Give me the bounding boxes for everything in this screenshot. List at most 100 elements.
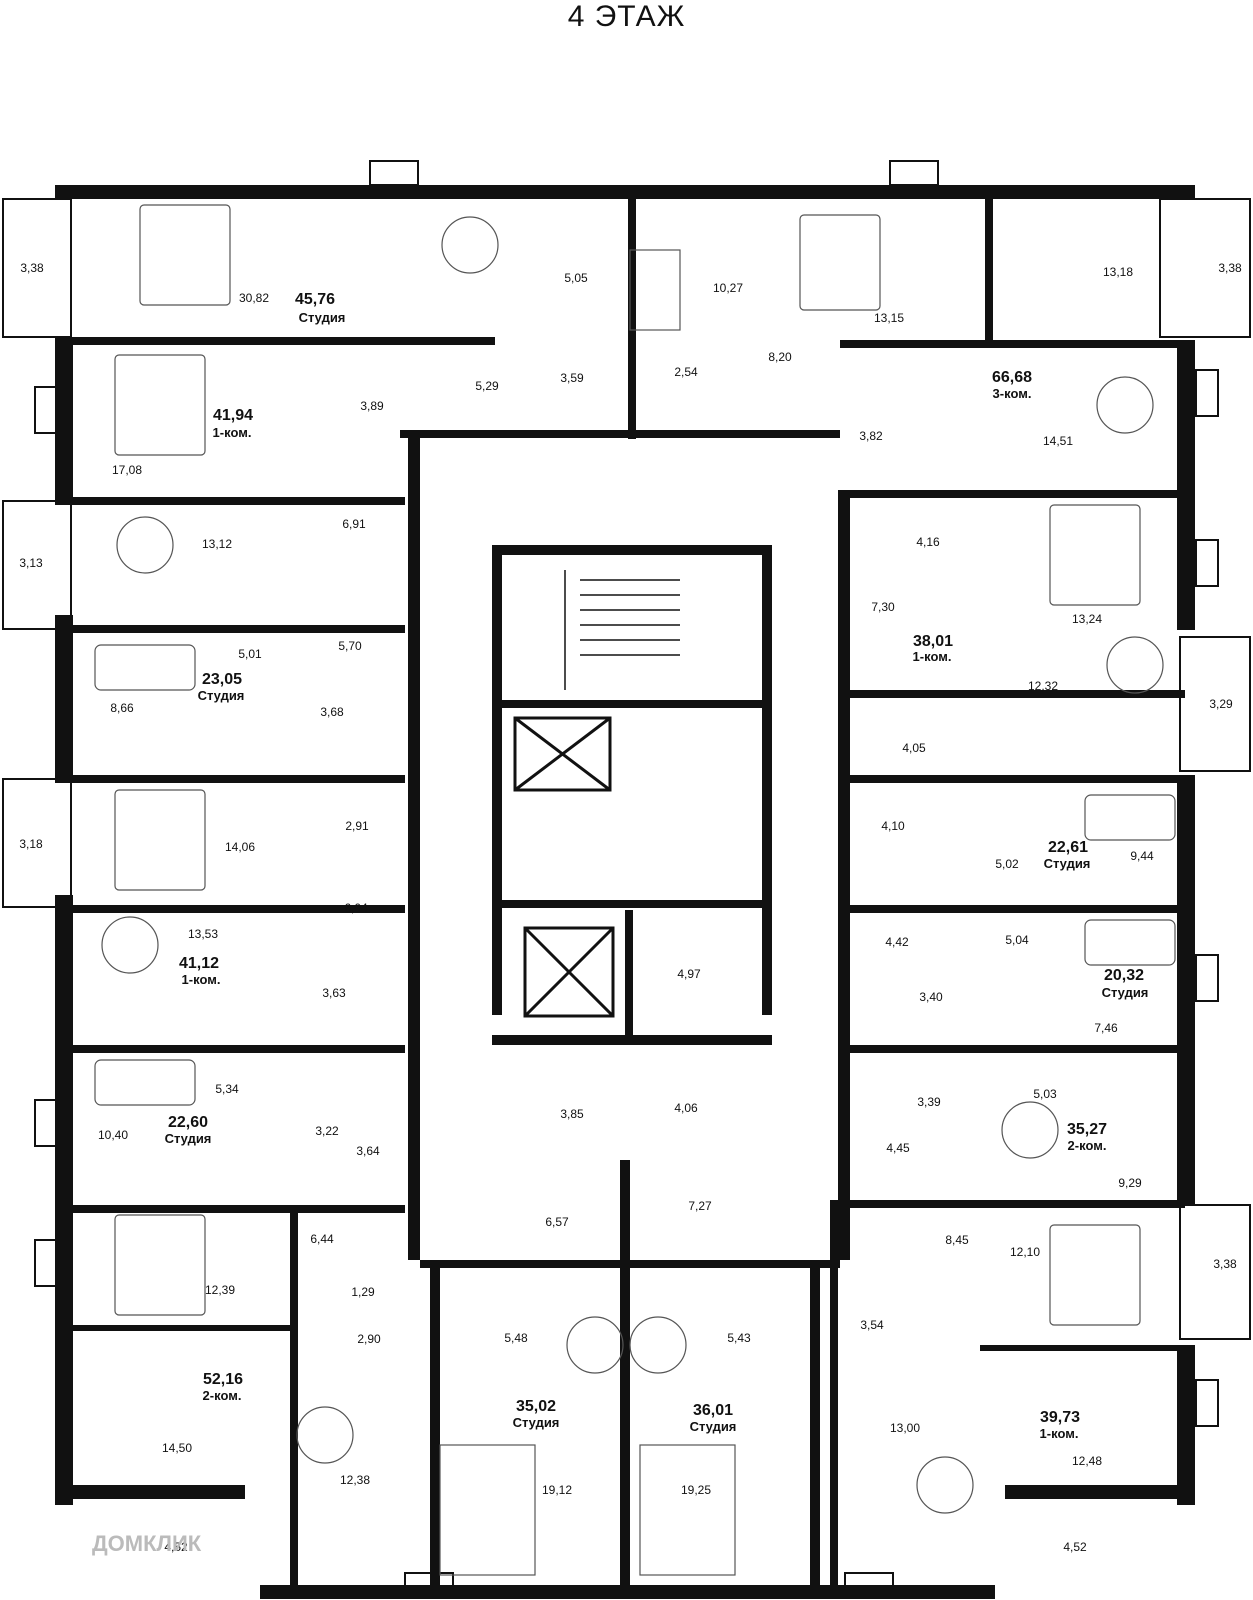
walls <box>55 185 1195 1599</box>
balcony-e2 <box>1179 636 1251 772</box>
room-area: 3,13 <box>19 556 43 570</box>
room-area: 2,91 <box>345 819 369 833</box>
balcony-nw <box>2 198 72 338</box>
room-area: 8,66 <box>110 701 134 715</box>
room-area: 19,12 <box>542 1483 572 1497</box>
bay-e1 <box>1195 369 1219 417</box>
apartment-type: Студия <box>198 688 245 703</box>
apartment-labels: 45,76 Студия 41,94 1-ком. 23,05 Студия 4… <box>165 291 1149 1441</box>
balcony-e3 <box>1179 1204 1251 1340</box>
room-area: 4,10 <box>881 819 905 833</box>
apartment-total: 22,60 <box>168 1114 208 1131</box>
room-area: 5,70 <box>338 639 362 653</box>
room-area: 5,43 <box>727 1331 751 1345</box>
room-area: 4,45 <box>886 1141 910 1155</box>
room-area: 10,27 <box>713 281 743 295</box>
room-area: 7,46 <box>1094 1021 1118 1035</box>
room-area: 12,48 <box>1072 1454 1102 1468</box>
room-area: 3,68 <box>320 705 344 719</box>
room-area: 4,97 <box>677 967 701 981</box>
bay-w3 <box>34 1239 58 1287</box>
room-area: 3,22 <box>315 1124 339 1138</box>
room-area: 4,52 <box>164 1540 188 1554</box>
room-area: 5,48 <box>504 1331 528 1345</box>
room-area: 14,06 <box>225 840 255 854</box>
room-area: 3,64 <box>356 1144 380 1158</box>
room-areas: 3,38 30,82 5,05 10,27 13,15 13,18 3,38 5… <box>19 261 1242 1554</box>
apartment-type: Студия <box>1102 985 1149 1000</box>
room-area: 9,44 <box>1130 849 1154 863</box>
apartment-type: Студия <box>165 1131 212 1146</box>
apartment-type: Студия <box>690 1419 737 1434</box>
room-area: 5,04 <box>1005 933 1029 947</box>
apartment-total: 38,01 <box>913 633 953 650</box>
room-area: 3,63 <box>322 986 346 1000</box>
room-area: 13,15 <box>874 311 904 325</box>
apartment-type: 3-ком. <box>993 386 1032 401</box>
room-area: 13,18 <box>1103 265 1133 279</box>
room-area: 13,24 <box>1072 612 1102 626</box>
bay-w2 <box>34 1099 58 1147</box>
room-area: 3,59 <box>560 371 584 385</box>
room-area: 5,34 <box>215 1082 239 1096</box>
apartment-type: Студия <box>513 1415 560 1430</box>
room-area: 12,39 <box>205 1283 235 1297</box>
core-shafts <box>513 570 680 1018</box>
watermark: ДОМКЛИК <box>92 1531 202 1556</box>
apartment-total: 41,94 <box>213 407 253 424</box>
apartment-total: 35,27 <box>1067 1121 1107 1138</box>
room-area: 3,29 <box>1209 697 1233 711</box>
apartment-total: 23,05 <box>202 671 242 688</box>
room-area: 12,10 <box>1010 1245 1040 1259</box>
room-area: 10,40 <box>98 1128 128 1142</box>
apartment-type: 2-ком. <box>203 1388 242 1403</box>
apartment-type: 1-ком. <box>182 972 221 987</box>
apartment-type: 1-ком. <box>913 649 952 664</box>
room-area: 3,40 <box>919 990 943 1004</box>
room-area: 5,01 <box>238 647 262 661</box>
bay-w1 <box>34 386 58 434</box>
room-area: 13,12 <box>202 537 232 551</box>
room-area: 30,82 <box>239 291 269 305</box>
room-area: 19,25 <box>681 1483 711 1497</box>
apartment-total: 41,12 <box>179 955 219 972</box>
room-area: 12,32 <box>1028 679 1058 693</box>
room-area: 12,38 <box>340 1473 370 1487</box>
room-area: 14,50 <box>162 1441 192 1455</box>
room-area: 8,20 <box>768 350 792 364</box>
room-area: 3,54 <box>860 1318 884 1332</box>
apartment-total: 39,73 <box>1040 1409 1080 1426</box>
room-area: 2,54 <box>674 365 698 379</box>
room-area: 3,39 <box>917 1095 941 1109</box>
room-area: 3,38 <box>1218 261 1242 275</box>
room-area: 6,57 <box>545 1215 569 1229</box>
bay-n2 <box>889 160 939 186</box>
room-area: 13,53 <box>188 927 218 941</box>
room-area: 5,02 <box>995 857 1019 871</box>
apartment-total: 35,02 <box>516 1398 556 1415</box>
apartment-total: 66,68 <box>992 369 1032 386</box>
furniture-outlines <box>94 204 1176 1576</box>
room-area: 2,90 <box>357 1332 381 1346</box>
room-area: 7,27 <box>688 1199 712 1213</box>
apartment-total: 36,01 <box>693 1402 733 1419</box>
room-area: 5,03 <box>1033 1087 1057 1101</box>
room-area: 17,08 <box>112 463 142 477</box>
room-area: 6,04 <box>344 901 368 915</box>
room-area: 3,18 <box>19 837 43 851</box>
apartment-type: 2-ком. <box>1068 1138 1107 1153</box>
room-area: 4,05 <box>902 741 926 755</box>
balcony-w3 <box>2 778 72 908</box>
room-area: 7,30 <box>871 600 895 614</box>
room-area: 3,85 <box>560 1107 584 1121</box>
room-area: 3,89 <box>360 399 384 413</box>
room-area: 6,91 <box>342 517 366 531</box>
apartment-total: 52,16 <box>203 1371 243 1388</box>
room-area: 3,38 <box>20 261 44 275</box>
room-area: 1,29 <box>351 1285 375 1299</box>
balcony-ne <box>1159 198 1251 338</box>
apartment-total: 45,76 <box>295 291 335 308</box>
room-area: 9,29 <box>1118 1176 1142 1190</box>
room-area: 4,16 <box>916 535 940 549</box>
